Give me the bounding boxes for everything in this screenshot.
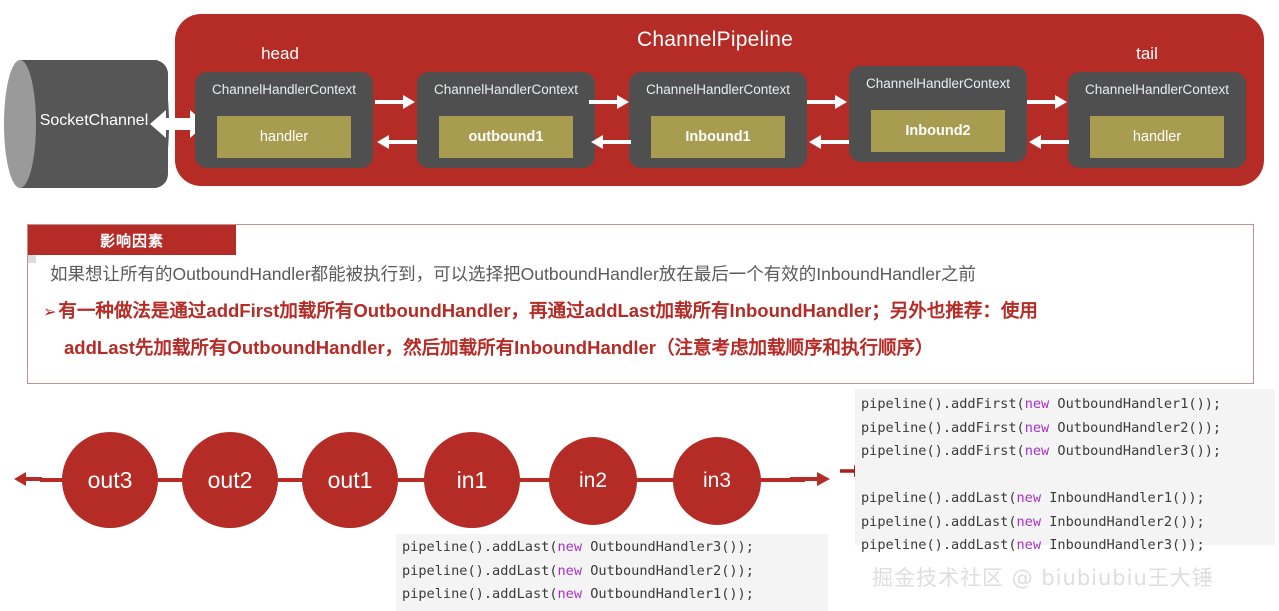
chain-arrow-right-icon (790, 472, 830, 486)
channel-pipeline-diagram: ChannelPipeline head tail SocketChannel … (0, 0, 1279, 196)
code-text: OutboundHandler2()); (582, 562, 754, 579)
code-text: OutboundHandler1()); (1049, 396, 1222, 412)
code-line: pipeline().addLast(new OutboundHandler3(… (402, 536, 822, 560)
code-line: pipeline().addLast(new OutboundHandler1(… (402, 583, 822, 607)
code-line: pipeline().addFirst(new OutboundHandler2… (861, 417, 1269, 441)
chain-connector (270, 478, 320, 482)
channel-handler-context-2[interactable]: ChannelHandlerContext outbound1 (417, 72, 595, 168)
code-text: InboundHandler2()); (1041, 513, 1205, 530)
chain-node-out2[interactable]: out2 (182, 432, 278, 528)
chain-connector (150, 478, 200, 482)
code-text: OutboundHandler3()); (582, 539, 754, 555)
code-keyword-new: new (1024, 396, 1050, 412)
chain-arrow-left-icon (14, 472, 42, 486)
handler-box: Inbound2 (871, 110, 1005, 152)
handler-box: Inbound1 (651, 116, 785, 158)
code-block-addfirst-addlast: pipeline().addFirst(new OutboundHandler1… (855, 389, 1275, 553)
chain-node-out3[interactable]: out3 (62, 432, 158, 528)
code-keyword-new: new (557, 586, 583, 602)
code-line: pipeline().addFirst(new OutboundHandler3… (861, 440, 1269, 464)
flow-arrows-icon-2 (589, 95, 631, 149)
code-keyword-new: new (1024, 443, 1050, 459)
chain-connector (755, 478, 805, 482)
pipeline-title: ChannelPipeline (637, 28, 793, 51)
note-ribbon-title: 影响因素 (28, 225, 236, 255)
code-line: pipeline().addLast(new InboundHandler1()… (861, 487, 1269, 511)
code-keyword-new: new (1016, 537, 1042, 553)
code-keyword-new: new (557, 539, 583, 555)
chain-node-out1[interactable]: out1 (302, 432, 398, 528)
chain-connector (628, 478, 688, 482)
code-text: pipeline().addFirst( (861, 396, 1025, 412)
code-text: InboundHandler3()); (1041, 537, 1205, 553)
code-keyword-new: new (1016, 490, 1042, 506)
handler-chain-diagram: out3 out2 out1 in1 in2 in3 (0, 418, 880, 548)
code-keyword-new: new (1016, 513, 1042, 530)
head-label: head (261, 44, 299, 63)
code-text: OutboundHandler2()); (1049, 419, 1222, 436)
handler-box: handler (217, 116, 351, 158)
bullet-arrow-icon: ➢ (43, 304, 57, 321)
channel-handler-context-4[interactable]: ChannelHandlerContext Inbound2 (849, 66, 1027, 162)
code-text: pipeline().addLast( (861, 513, 1017, 530)
context-title: ChannelHandlerContext (1084, 82, 1230, 97)
note-line-2: ➢有一种做法是通过addFirst加载所有OutboundHandler，再通过… (43, 297, 1038, 323)
code-line (861, 464, 1269, 488)
code-text: pipeline().addFirst( (861, 443, 1025, 459)
code-text: OutboundHandler1()); (582, 586, 754, 602)
note-line-2-text: 有一种做法是通过addFirst加载所有OutboundHandler，再通过a… (58, 300, 1038, 321)
influence-factors-note: 影响因素 如果想让所有的OutboundHandler都能被执行到，可以选择把O… (27, 224, 1254, 384)
context-title: ChannelHandlerContext (865, 76, 1011, 91)
chain-connector (390, 478, 440, 482)
chain-node-in2[interactable]: in2 (549, 437, 637, 525)
channel-handler-context-1[interactable]: ChannelHandlerContext handler (195, 72, 373, 168)
ribbon-fold (28, 255, 36, 263)
flow-arrows-icon-3 (807, 95, 849, 149)
tail-label: tail (1136, 44, 1158, 63)
flow-arrows-icon-4 (1027, 95, 1069, 149)
note-line-3: addLast先加载所有OutboundHandler，然后加载所有Inboun… (64, 337, 934, 358)
handler-box: handler (1090, 116, 1224, 158)
context-title: ChannelHandlerContext (211, 82, 357, 97)
channel-handler-context-5[interactable]: ChannelHandlerContext handler (1068, 72, 1246, 168)
code-text: pipeline().addLast( (402, 586, 558, 602)
code-block-addlast-outbound: pipeline().addLast(new OutboundHandler3(… (396, 534, 828, 611)
code-keyword-new: new (557, 562, 583, 579)
note-line-1: 如果想让所有的OutboundHandler都能被执行到，可以选择把Outbou… (50, 264, 976, 284)
code-text: OutboundHandler3()); (1049, 443, 1222, 459)
chain-node-in1[interactable]: in1 (424, 432, 520, 528)
chain-connector (40, 478, 80, 482)
code-line: pipeline().addLast(new InboundHandler2()… (861, 511, 1269, 535)
socket-channel-cylinder: SocketChannel (4, 60, 169, 188)
cylinder-left-cap (4, 60, 36, 188)
socket-channel-label: SocketChannel (39, 112, 149, 129)
code-line: pipeline().addLast(new InboundHandler3()… (861, 534, 1269, 558)
flow-arrows-icon-1 (375, 95, 417, 149)
code-text: pipeline().addFirst( (861, 419, 1025, 436)
code-keyword-new: new (1024, 419, 1050, 436)
channel-handler-context-3[interactable]: ChannelHandlerContext Inbound1 (629, 72, 807, 168)
code-text: pipeline().addLast( (861, 537, 1017, 553)
chain-node-in3[interactable]: in3 (673, 437, 761, 525)
handler-box: outbound1 (439, 116, 573, 158)
bidirectional-arrow-icon (150, 110, 206, 138)
watermark-text: 掘金技术社区 @ biubiubiu王大锤 (872, 566, 1214, 590)
context-title: ChannelHandlerContext (433, 82, 579, 97)
code-text: pipeline().addLast( (402, 539, 558, 555)
context-title: ChannelHandlerContext (645, 82, 791, 97)
code-line: pipeline().addLast(new OutboundHandler2(… (402, 560, 822, 584)
code-text: pipeline().addLast( (861, 490, 1017, 506)
chain-connector (505, 478, 565, 482)
code-text: InboundHandler1()); (1041, 490, 1205, 506)
code-line: pipeline().addFirst(new OutboundHandler1… (861, 393, 1269, 417)
code-text: pipeline().addLast( (402, 562, 558, 579)
